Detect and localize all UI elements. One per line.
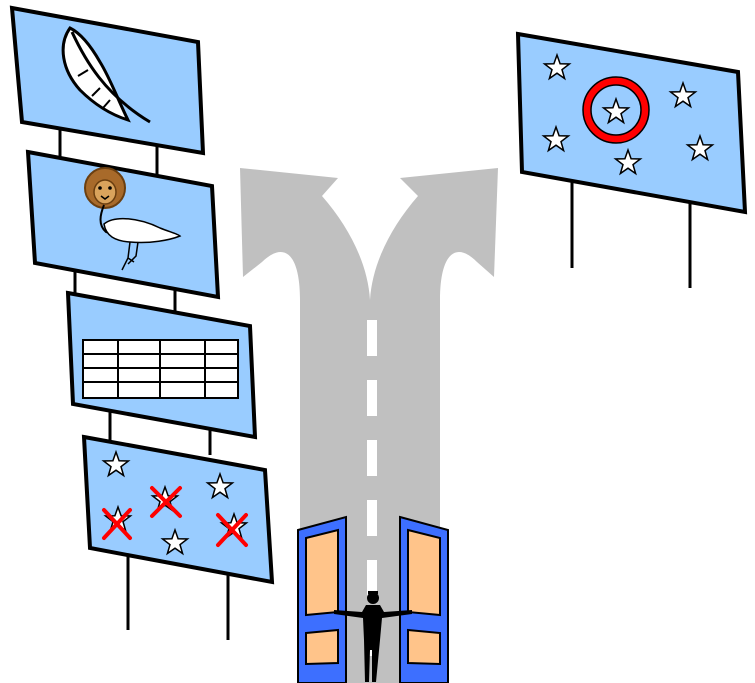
right-door [400,517,448,683]
billboard-crossed-stars [84,437,272,640]
billboard-circled-star [518,34,745,288]
billboard-table [68,293,255,455]
billboard-creature [28,152,218,315]
table-grid [83,340,238,398]
left-door [298,517,346,683]
